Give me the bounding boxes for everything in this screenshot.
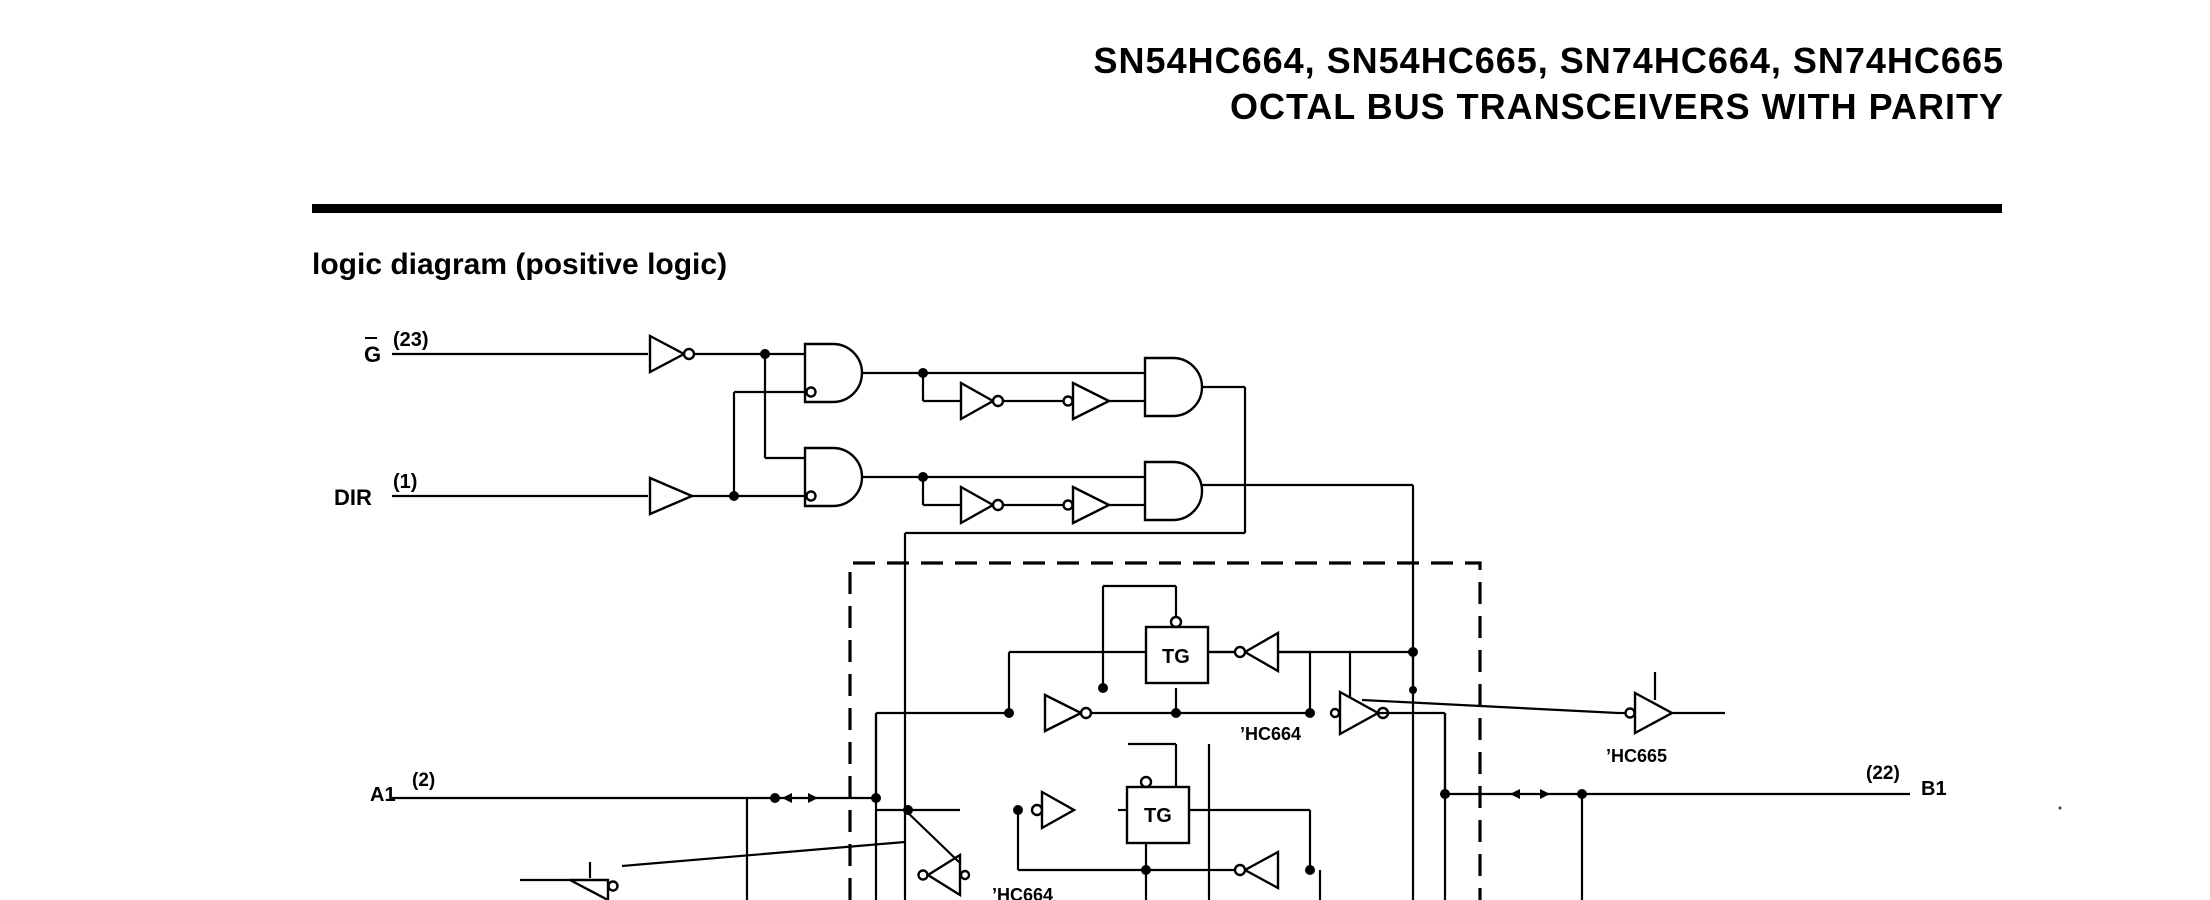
pin-dir-label: DIR (334, 485, 372, 510)
hc664-lower-tristate (917, 852, 971, 898)
a1-bus-line (392, 793, 881, 900)
lower-buffer-inverter (1030, 789, 1077, 831)
pin-a1-label: A1 (370, 784, 396, 806)
lower-return-inverter (1233, 849, 1280, 891)
pin-g-label: G (364, 342, 381, 367)
hc664-upper-label: ’HC664 (1240, 724, 1301, 744)
and-gate-lower (803, 446, 864, 508)
and-gate-lower-output (1143, 460, 1204, 522)
dir-input-buffer (648, 476, 696, 516)
g-input-inverter (648, 334, 696, 374)
hc664-upper-tristate (1329, 689, 1420, 737)
and-gate-upper-output (1143, 356, 1204, 418)
hc665-buffer (1361, 672, 1725, 736)
tg-block-lower: TG (1125, 775, 1191, 845)
pin-b1-label: B1 (1921, 778, 1947, 800)
tg-lower-label: TG (1144, 805, 1172, 827)
hc664-dashed-boundary (848, 561, 1482, 900)
header-rule (312, 204, 2002, 213)
scan-speck (2058, 806, 2062, 810)
section-title: logic diagram (positive logic) (312, 248, 728, 281)
pin-g-number: (23) (393, 329, 429, 351)
upper-delay-chain (862, 368, 1145, 422)
pin-a1-number: (2) (412, 770, 435, 791)
hc665-lower-buffer (520, 840, 906, 900)
tg-block-upper: TG (1144, 615, 1210, 685)
part-numbers-heading: SN54HC664, SN54HC665, SN74HC664, SN74HC6… (1093, 40, 2004, 81)
upper-buffer-inverter (1043, 693, 1093, 733)
hc665-label: ’HC665 (1606, 746, 1667, 766)
document-title: OCTAL BUS TRANSCEIVERS WITH PARITY (1229, 86, 2004, 127)
cross-links (874, 686, 1447, 864)
hc664-lower-label: ’HC664 (992, 885, 1053, 900)
tg-upper-control-inverter (1233, 630, 1310, 674)
pin-dir-number: (1) (393, 471, 417, 493)
enable-wiring (692, 349, 805, 501)
and-gate-upper (803, 342, 864, 404)
lower-delay-chain (862, 472, 1145, 526)
tg-upper-label: TG (1162, 646, 1190, 668)
pin-b1-number: (22) (1866, 763, 1900, 784)
b1-bus-line (1440, 789, 1910, 900)
